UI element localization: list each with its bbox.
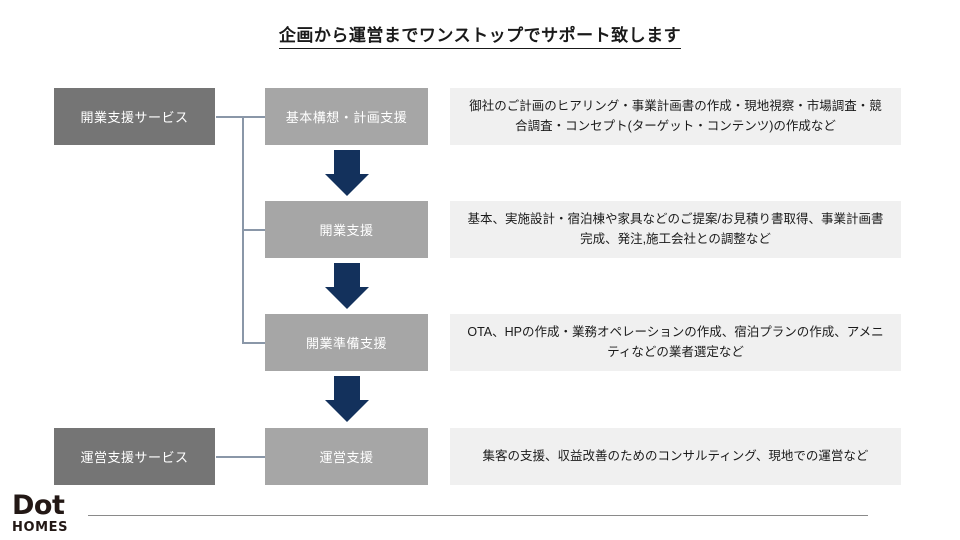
connector-cat2-to-row4 bbox=[216, 456, 266, 458]
description-text: 集客の支援、収益改善のためのコンサルティング、現地での運営など bbox=[482, 448, 869, 463]
description-box-row4: 集客の支援、収益改善のためのコンサルティング、現地での運営など bbox=[450, 428, 901, 485]
stage-box-row3[interactable]: 開業準備支援 bbox=[265, 314, 428, 371]
connector-cat1-branch-row3 bbox=[242, 342, 266, 344]
arrow-row3-to-row4 bbox=[325, 376, 369, 422]
stage-label: 運営支援 bbox=[319, 450, 374, 465]
description-box-row2: 基本、実施設計・宿泊棟や家具などのご提案/お見積り書取得、事業計画書完成、発注,… bbox=[450, 201, 901, 258]
page-title: 企画から運営までワンストップでサポート致します bbox=[0, 26, 960, 49]
description-box-row3: OTA、HPの作成・業務オペレーションの作成、宿泊プランの作成、アメニティなどの… bbox=[450, 314, 901, 371]
connector-cat1-branch-row2 bbox=[242, 229, 266, 231]
connector-cat1-stub bbox=[216, 116, 243, 118]
arrow-row2-to-row3 bbox=[325, 263, 369, 309]
stage-box-row2[interactable]: 開業支援 bbox=[265, 201, 428, 258]
page-title-text: 企画から運営までワンストップでサポート致します bbox=[278, 26, 682, 49]
stage-label: 基本構想・計画支援 bbox=[285, 110, 408, 125]
arrow-row1-to-row2 bbox=[325, 150, 369, 196]
category-label: 運営支援サービス bbox=[80, 450, 189, 465]
footer-divider bbox=[88, 515, 868, 516]
description-box-row1: 御社のご計画のヒアリング・事業計画書の作成・現地視察・市場調査・競合調査・コンセ… bbox=[450, 88, 901, 145]
description-text: OTA、HPの作成・業務オペレーションの作成、宿泊プランの作成、アメニティなどの… bbox=[467, 325, 884, 359]
stage-label: 開業支援 bbox=[319, 223, 374, 238]
category-box-unei[interactable]: 運営支援サービス bbox=[54, 428, 215, 485]
logo-main-text: Dot bbox=[12, 490, 65, 521]
logo-sub-text: HOMES bbox=[12, 520, 69, 535]
stage-box-row1[interactable]: 基本構想・計画支援 bbox=[265, 88, 428, 145]
stage-label: 開業準備支援 bbox=[305, 336, 387, 351]
category-box-kaigyo[interactable]: 開業支援サービス bbox=[54, 88, 215, 145]
connector-cat1-branch-row1 bbox=[242, 116, 266, 118]
description-text: 基本、実施設計・宿泊棟や家具などのご提案/お見積り書取得、事業計画書完成、発注,… bbox=[467, 212, 884, 246]
stage-box-row4[interactable]: 運営支援 bbox=[265, 428, 428, 485]
description-text: 御社のご計画のヒアリング・事業計画書の作成・現地視察・市場調査・競合調査・コンセ… bbox=[469, 99, 882, 133]
logo-dot-homes: Dot HOMES bbox=[12, 492, 92, 534]
category-label: 開業支援サービス bbox=[80, 110, 189, 125]
